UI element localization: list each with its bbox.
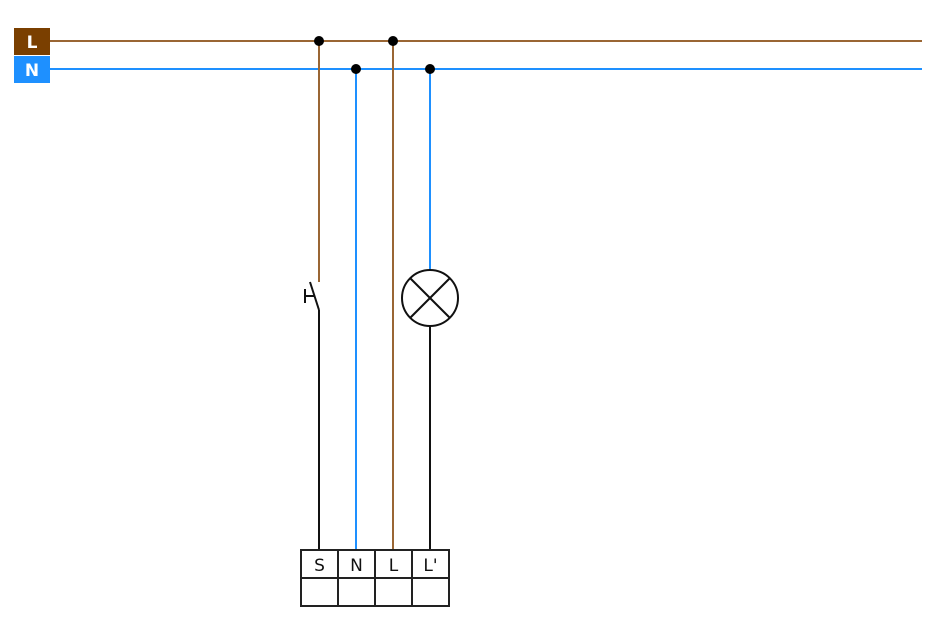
junction-dot xyxy=(351,64,361,74)
svg-text:N: N xyxy=(25,61,39,81)
push-button-switch-icon xyxy=(304,281,320,311)
junction-dot xyxy=(314,36,324,46)
junction-dot xyxy=(388,36,398,46)
terminal-l: L xyxy=(389,556,399,576)
terminal-n: N xyxy=(350,556,363,576)
lamp-icon xyxy=(401,269,459,327)
line-bus-label: L xyxy=(14,28,50,55)
neutral-bus-label: N xyxy=(14,56,50,83)
svg-text:L: L xyxy=(27,33,38,53)
junction-dot xyxy=(425,64,435,74)
terminal-block xyxy=(300,549,450,607)
terminal-l-prime: L' xyxy=(423,556,437,576)
terminal-s: S xyxy=(314,556,325,576)
